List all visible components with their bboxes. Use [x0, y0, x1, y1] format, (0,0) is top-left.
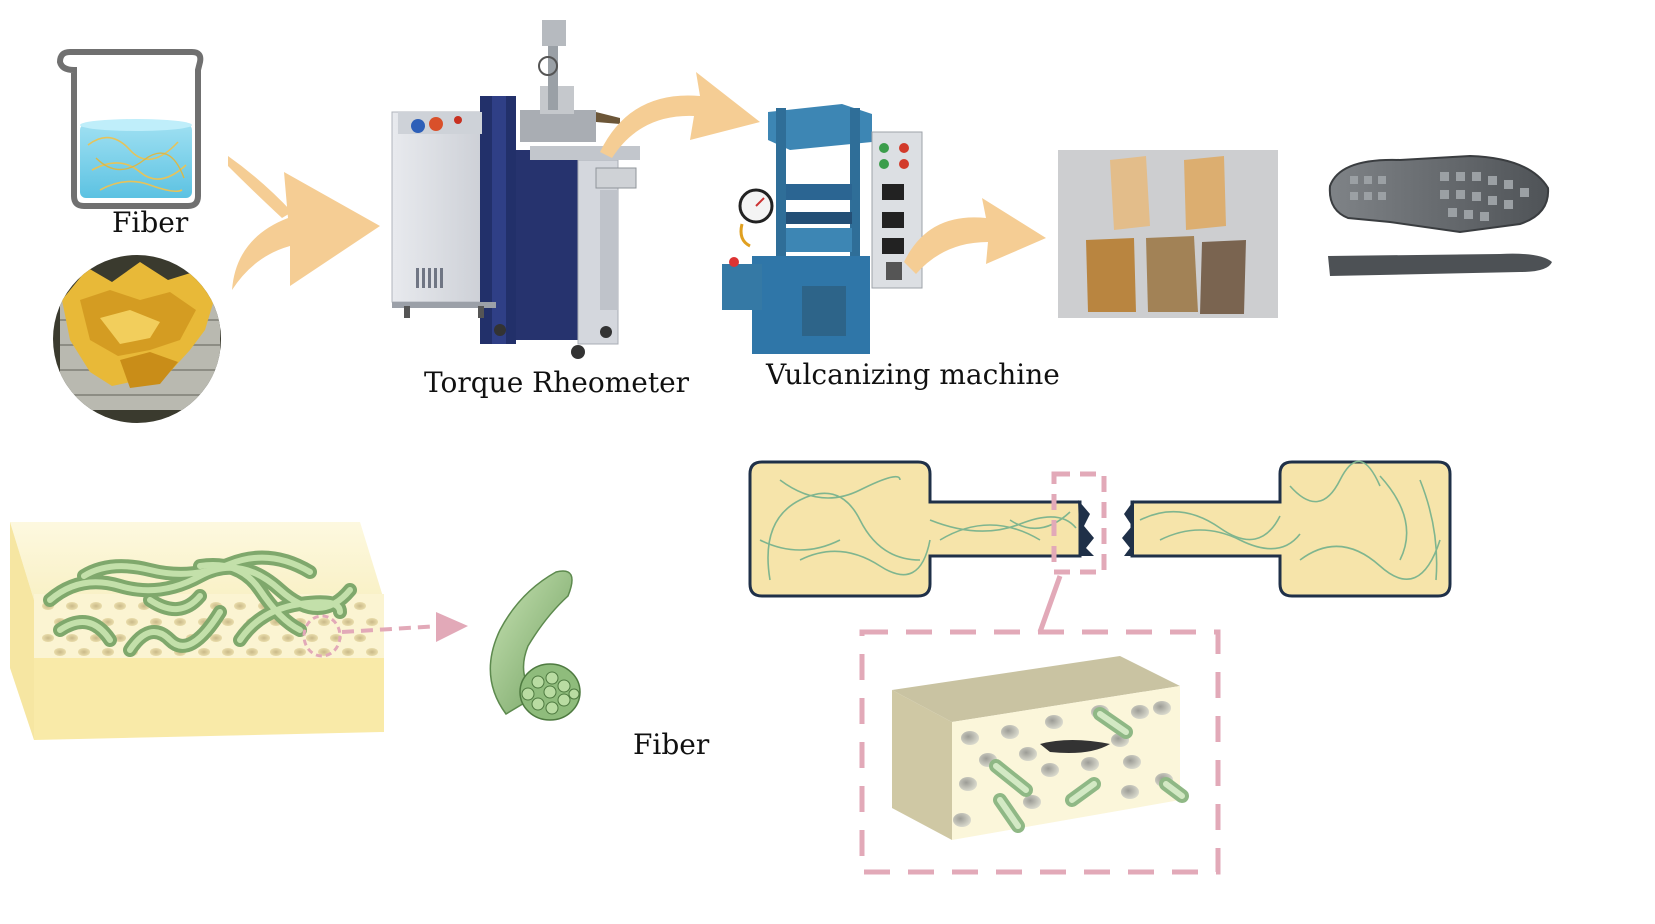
process-arrow-3	[904, 198, 1046, 274]
torque-rheometer-machine	[391, 20, 640, 359]
fiber-label-top: Fiber	[112, 206, 189, 239]
rubber-samples-photo	[1058, 150, 1278, 318]
shoe-sole-side-view	[1328, 253, 1552, 276]
tensile-specimen-right	[1122, 460, 1452, 598]
rubber-composite-block	[10, 522, 384, 740]
fracture-zoom-indicator	[859, 471, 1221, 875]
process-arrow-2	[600, 72, 760, 158]
zoom-arrow	[341, 612, 468, 642]
beaker-icon	[56, 49, 204, 209]
tensile-specimen-left	[748, 460, 1094, 598]
fracture-cross-section-block	[892, 656, 1189, 840]
shoe-sole-top-view	[1328, 154, 1550, 234]
fiber-label-bottom: Fiber	[633, 728, 710, 761]
vulcanizing-machine	[722, 104, 923, 354]
fiber-sample-photo	[53, 255, 221, 423]
process-arrow-1b	[228, 156, 292, 218]
fiber-bundle-icon	[489, 570, 581, 721]
vulcanizing-machine-label: Vulcanizing machine	[766, 358, 1060, 391]
process-arrow-1	[232, 172, 380, 290]
torque-rheometer-label: Torque Rheometer	[424, 366, 690, 399]
